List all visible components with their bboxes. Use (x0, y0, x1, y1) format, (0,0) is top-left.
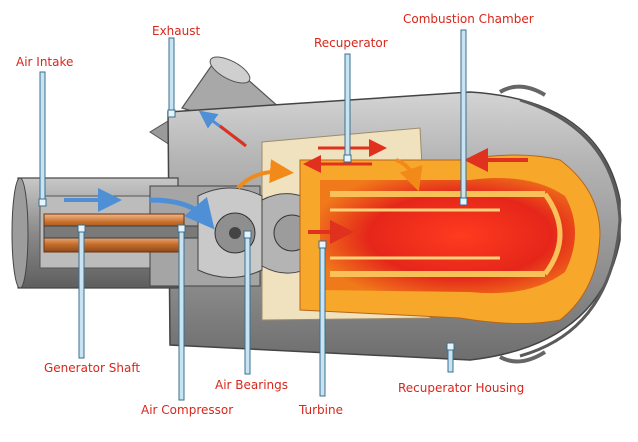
flow-arrows (64, 110, 528, 244)
pointer-generator-shaft (77, 224, 86, 359)
pointer-exhaust (167, 37, 176, 118)
label-recuperator: Recuperator (314, 36, 388, 50)
pointer-air-intake (38, 71, 47, 207)
label-combustion-chamber: Combustion Chamber (403, 12, 534, 26)
label-recuperator-housing: Recuperator Housing (398, 381, 525, 395)
pointer-recuperator (343, 53, 352, 163)
pointer-combustion-chamber (459, 29, 468, 206)
label-air-intake: Air Intake (16, 55, 74, 69)
pointer-turbine (318, 240, 327, 397)
pointer-air-bearings (243, 230, 252, 375)
pointer-recuperator-housing (446, 342, 455, 373)
label-pointers (38, 29, 468, 401)
label-generator-shaft: Generator Shaft (44, 361, 141, 375)
pointer-air-compressor (177, 224, 186, 401)
label-exhaust: Exhaust (152, 24, 201, 38)
label-air-compressor: Air Compressor (141, 403, 234, 417)
label-air-bearings: Air Bearings (215, 378, 289, 392)
combustion-chamber-hot-zone (299, 154, 601, 325)
label-turbine: Turbine (299, 403, 343, 417)
